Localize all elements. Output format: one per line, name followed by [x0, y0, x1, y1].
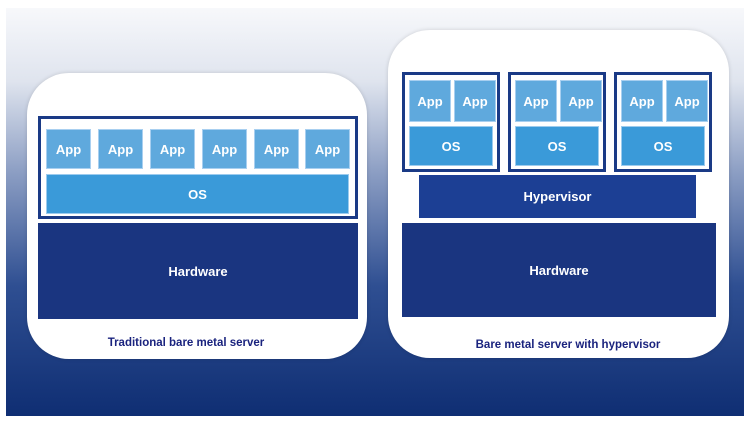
- app-block: App: [621, 80, 663, 122]
- app-block: App: [150, 129, 195, 169]
- software-stack-frame: App App App App App App OS: [38, 116, 358, 219]
- app-block: App: [515, 80, 557, 122]
- hardware-block: Hardware: [38, 223, 358, 319]
- app-block: App: [409, 80, 451, 122]
- app-block: App: [305, 129, 350, 169]
- traditional-caption: Traditional bare metal server: [107, 337, 265, 349]
- app-block: App: [254, 129, 299, 169]
- app-block: App: [454, 80, 496, 122]
- vm-frame: App App OS: [614, 72, 712, 172]
- os-block: OS: [46, 174, 349, 214]
- app-block: App: [202, 129, 247, 169]
- vm-frame: App App OS: [402, 72, 500, 172]
- app-block: App: [46, 129, 91, 169]
- os-block: OS: [515, 126, 599, 166]
- app-block: App: [560, 80, 602, 122]
- app-block: App: [98, 129, 143, 169]
- hypervisor-block: Hypervisor: [419, 175, 696, 218]
- app-block: App: [666, 80, 708, 122]
- os-block: OS: [409, 126, 493, 166]
- os-block: OS: [621, 126, 705, 166]
- hardware-block: Hardware: [402, 223, 716, 317]
- hypervisor-caption: Bare metal server with hypervisor: [475, 339, 661, 351]
- vm-frame: App App OS: [508, 72, 606, 172]
